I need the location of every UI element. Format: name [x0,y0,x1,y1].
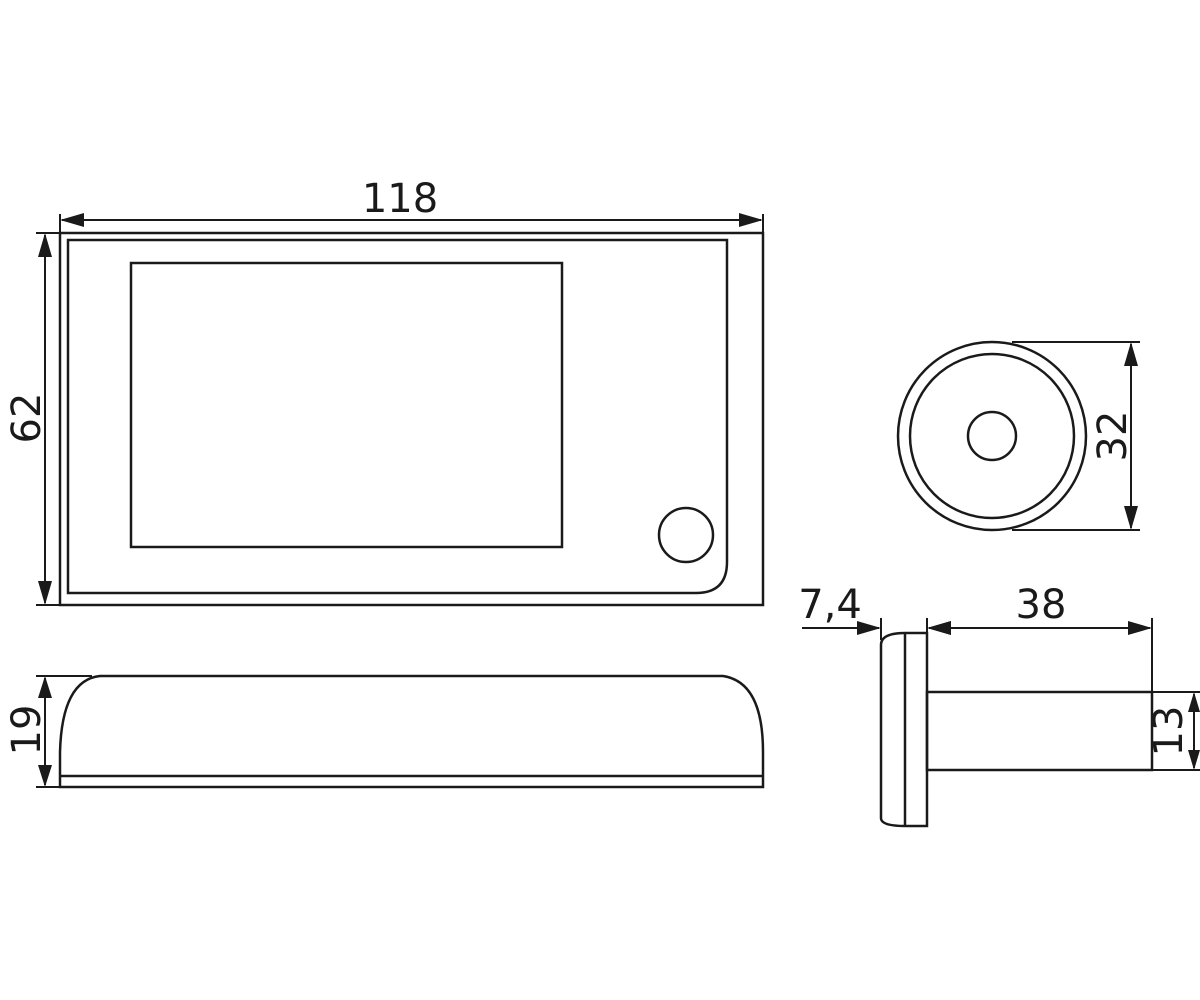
dimension-camera-barrel-diameter: 13 [1146,691,1200,771]
camera-outer-ring [896,340,1088,532]
dimension-camera-flange: 7,4 [798,582,951,640]
camera-front-view [896,340,1088,532]
dimension-camera-diameter: 32 [1012,341,1140,531]
monitor-outer-frame [58,231,765,607]
dimension-label-32: 32 [1090,411,1136,462]
monitor-screen [129,261,564,549]
dimension-label-13: 13 [1146,706,1192,757]
camera-side-view [879,631,1154,828]
dimension-monitor-depth: 19 [4,675,92,788]
dimension-label-118: 118 [362,176,438,222]
dimension-label-7-4: 7,4 [798,582,862,628]
camera-flange [879,631,929,828]
monitor-side-body [58,674,765,789]
dimension-monitor-height: 62 [4,232,59,606]
monitor-side-view [58,674,765,789]
dimension-camera-barrel-length: 38 [927,582,1153,691]
dimension-label-38: 38 [1016,582,1067,628]
dimension-monitor-width: 118 [59,176,764,232]
monitor-inner-bezel [66,238,729,595]
dimension-label-62: 62 [4,393,50,444]
camera-barrel [925,690,1154,772]
camera-lens [966,410,1018,462]
camera-inner-ring [908,352,1076,520]
monitor-front-view [58,231,765,607]
dimension-label-19: 19 [4,705,50,756]
monitor-button [657,506,715,564]
